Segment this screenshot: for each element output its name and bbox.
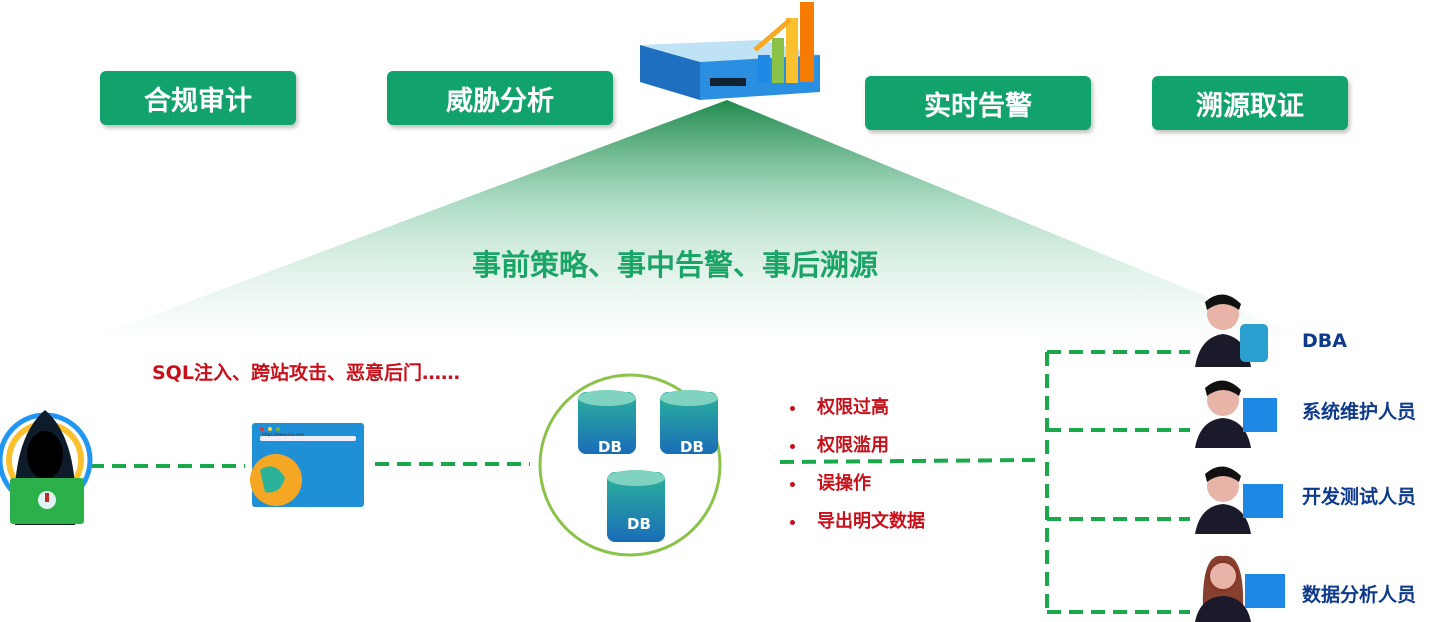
db-label: DB xyxy=(627,515,651,533)
risk-item: 误操作 xyxy=(790,469,871,495)
database-cluster-circle xyxy=(538,373,722,557)
browser-icon xyxy=(250,423,364,507)
risk-item: 权限滥用 xyxy=(790,431,889,457)
pill-threat-analysis: 威胁分析 xyxy=(387,71,613,125)
pill-compliance-audit: 合规审计 xyxy=(100,71,296,125)
hacker-icon xyxy=(0,410,93,525)
role-sysadmin: 系统维护人员 xyxy=(1302,401,1417,423)
role-dba: DBA xyxy=(1302,330,1347,352)
slogan: 事前策略、事中告警、事后溯源 xyxy=(472,248,879,282)
connection-lines xyxy=(90,350,1190,614)
strategy-triangle xyxy=(100,100,1300,335)
risk-item: 权限过高 xyxy=(790,393,889,419)
attack-types: SQL注入、跨站攻击、恶意后门…… xyxy=(152,362,460,384)
browser-url: https://www.xxx.com xyxy=(262,432,304,437)
db-label: DB xyxy=(680,438,704,456)
audit-device-icon xyxy=(640,2,820,100)
person-icons xyxy=(1195,294,1285,622)
role-data-analyst: 数据分析人员 xyxy=(1302,584,1417,606)
role-dev-test: 开发测试人员 xyxy=(1302,486,1417,508)
risk-item: 导出明文数据 xyxy=(790,507,925,533)
pill-realtime-alert: 实时告警 xyxy=(865,76,1091,130)
pill-trace-forensics: 溯源取证 xyxy=(1152,76,1348,130)
db-label: DB xyxy=(598,438,622,456)
database-icons xyxy=(578,390,718,542)
